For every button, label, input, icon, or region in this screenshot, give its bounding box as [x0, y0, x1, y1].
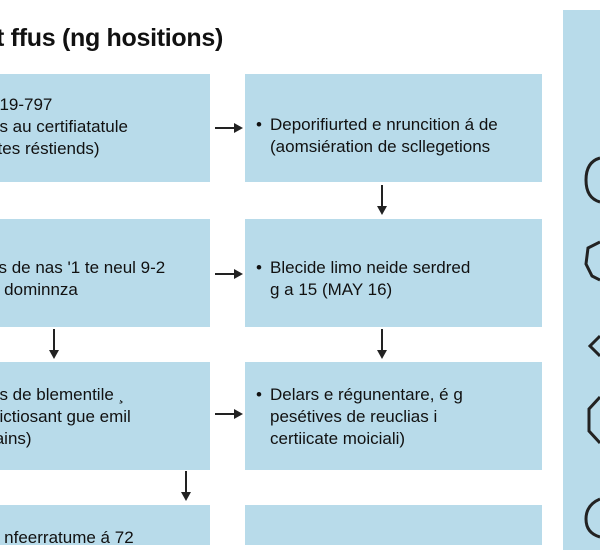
left-box-1-line-3: lites réstiends) [0, 139, 100, 158]
arrow-down-icon [377, 329, 387, 359]
left-box-1: 019-797 ris au certifiatatule lites rést… [0, 74, 210, 182]
left-box-1-line-2: ris au certifiatatule [0, 117, 128, 136]
outline-icon [584, 240, 600, 282]
mid-box-2: Blecide limo neide serdred g a 15 (MAY 1… [245, 219, 542, 327]
outline-icon [587, 395, 600, 445]
outline-icon [584, 497, 600, 539]
arrow-down-icon [181, 471, 191, 501]
mid-box-2-line-1: Blecide limo neide serdred [270, 257, 542, 279]
mid-box-4 [245, 505, 542, 545]
diagram-title: t ffus (ng hositions) [0, 24, 223, 52]
mid-box-3: Delars e régunentare, é g pesétives de r… [245, 362, 542, 470]
left-box-3-line-1: es de blementile ¸ [0, 385, 125, 404]
mid-box-3-line-2: pesétives de reuclias i [270, 407, 438, 426]
right-sidebar [563, 10, 600, 550]
arrow-right-icon [215, 123, 243, 133]
arrow-right-icon [215, 269, 243, 279]
left-box-1-line-1: 019-797 [0, 95, 53, 114]
left-box-3: es de blementile ¸ dictiosant gue emil t… [0, 362, 210, 470]
left-box-3-line-3: tains) [0, 429, 32, 448]
mid-box-1-line-1: Deporifiurted e nruncition á de [270, 114, 542, 136]
arrow-down-icon [49, 329, 59, 359]
outline-icon [584, 156, 600, 204]
left-box-4-line-1: e nfeerratume á 72 [0, 528, 134, 545]
mid-box-2-line-2: g a 15 (MAY 16) [270, 280, 393, 299]
arrow-down-icon [377, 185, 387, 215]
mid-box-1-line-2: (aomsiération de scllegetions [270, 137, 491, 156]
left-box-2-line-2: n dominnza [0, 280, 78, 299]
left-box-4: e nfeerratume á 72 [0, 505, 210, 545]
mid-box-3-line-1: Delars e régunentare, é g [270, 384, 542, 406]
mid-box-3-line-3: certiicate moiciali) [270, 429, 406, 448]
arrow-right-icon [215, 409, 243, 419]
left-box-2-line-1: ss de nas '1 te neul 9-2 [0, 258, 166, 277]
left-box-3-line-2: dictiosant gue emil [0, 407, 131, 426]
outline-icon [587, 334, 600, 358]
mid-box-1: Deporifiurted e nruncition á de (aomsiér… [245, 74, 542, 182]
left-box-2: ss de nas '1 te neul 9-2 n dominnza [0, 219, 210, 327]
